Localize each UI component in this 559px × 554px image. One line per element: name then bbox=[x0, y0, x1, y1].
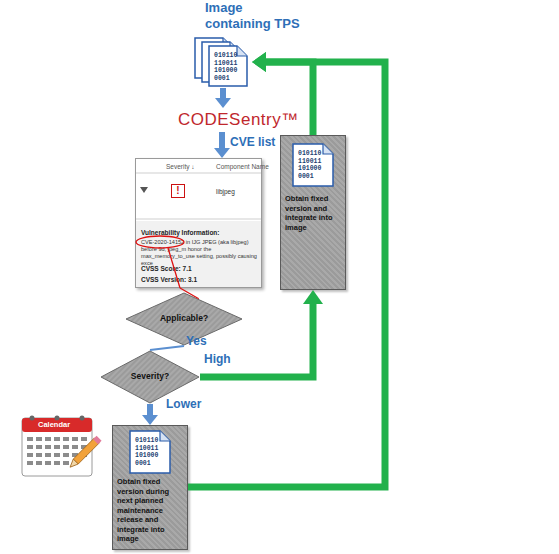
calendar-title: Calendar bbox=[38, 420, 70, 430]
component-name: libjpeg bbox=[216, 188, 260, 196]
connector-line bbox=[219, 132, 225, 149]
decision-diamond: Severity? bbox=[100, 350, 200, 404]
connector-line bbox=[265, 62, 313, 135]
connector-line bbox=[220, 88, 226, 99]
binary-text: 010110 110011 101000 0001 bbox=[135, 437, 165, 467]
connector-line bbox=[180, 288, 199, 299]
connector bbox=[142, 404, 158, 425]
connector bbox=[200, 290, 323, 377]
arrow-head bbox=[214, 148, 230, 158]
calendar-ring bbox=[30, 416, 35, 421]
table-divider bbox=[136, 173, 261, 174]
arrow-head bbox=[252, 52, 266, 72]
binary-text: 010110 110011 101000 0001 bbox=[214, 52, 244, 82]
decision-text: Severity? bbox=[100, 371, 200, 382]
column-header: Component Name bbox=[216, 163, 262, 171]
connector bbox=[180, 288, 199, 299]
connector-line bbox=[147, 404, 153, 416]
process-box: 010110 110011 101000 0001Obtain fixed ve… bbox=[280, 135, 346, 290]
cvss-score: CVSS Score: 7.1 bbox=[141, 265, 259, 273]
process-text: Obtain fixed version during next planned… bbox=[117, 477, 185, 544]
decision-diamond: Applicable? bbox=[125, 292, 243, 346]
severity-icon: ! bbox=[171, 184, 185, 198]
connector bbox=[150, 346, 184, 350]
edge-label: High bbox=[204, 352, 231, 366]
calendar-page bbox=[22, 418, 92, 476]
arrow-head bbox=[252, 52, 266, 72]
edge-label: Lower bbox=[166, 397, 201, 411]
calendar-ring bbox=[80, 416, 85, 421]
image-icon: Image containing TPS010110 110011 101000… bbox=[195, 0, 252, 88]
connector bbox=[188, 52, 385, 487]
column-header: Severity ↓ bbox=[166, 163, 212, 171]
connector-line bbox=[200, 303, 313, 377]
process-box: 010110 110011 101000 0001Obtain fixed ve… bbox=[112, 425, 188, 550]
decision-text: Applicable? bbox=[125, 313, 243, 324]
table-divider bbox=[136, 219, 261, 220]
connector bbox=[214, 132, 230, 158]
cve-description: CVE-2020-14152 in IJG JPEG (aka libjpeg)… bbox=[141, 239, 259, 267]
leader-line bbox=[168, 248, 180, 288]
expand-triangle bbox=[140, 187, 148, 193]
connector-line bbox=[150, 346, 184, 350]
pencil bbox=[68, 436, 102, 470]
process-text: Obtain fixed version and integrate into … bbox=[285, 194, 343, 232]
arrow-head bbox=[303, 290, 323, 304]
logo-text: CODESentry™ bbox=[178, 109, 292, 131]
connector bbox=[215, 88, 231, 108]
edge-label: Yes bbox=[186, 334, 207, 348]
connector-line bbox=[188, 62, 385, 487]
binary-text: 010110 110011 101000 0001 bbox=[298, 150, 328, 180]
highlight-ellipse bbox=[136, 236, 184, 248]
calendar-clipart bbox=[22, 416, 102, 477]
edge-label: CVE list bbox=[230, 135, 275, 149]
cve-screenshot: Severity ↓Component Name!libjpegVulnerab… bbox=[135, 158, 262, 288]
arrow-head bbox=[142, 415, 158, 425]
image-title: Image containing TPS bbox=[205, 0, 300, 32]
tool-logo: CODESentry™ bbox=[178, 108, 292, 132]
cvss-version: CVSS Version: 3.1 bbox=[141, 276, 259, 284]
calendar-ring bbox=[55, 416, 60, 421]
arrow-head bbox=[215, 98, 231, 108]
